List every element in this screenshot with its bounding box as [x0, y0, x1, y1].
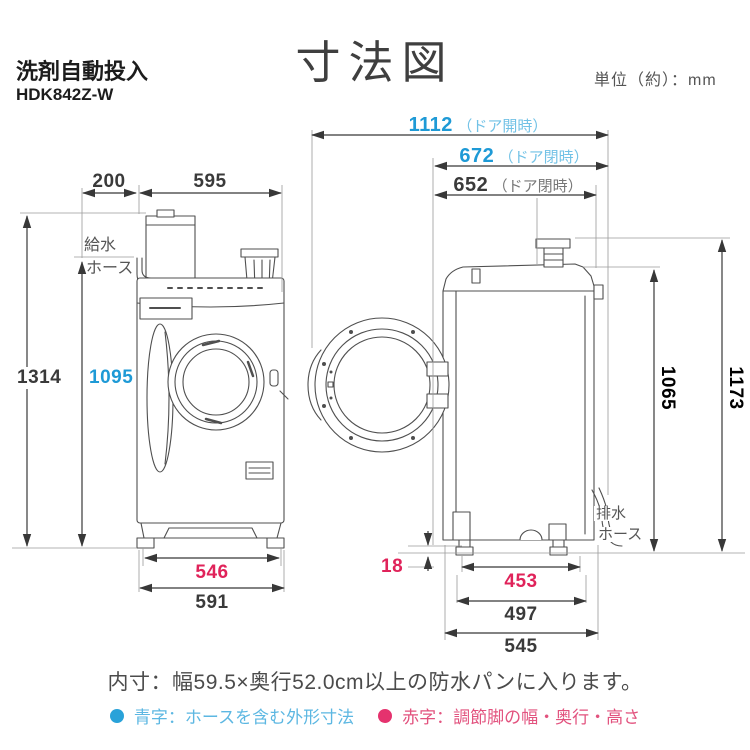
dim-height-top-wrap: 1065	[657, 360, 678, 416]
front-view-machine	[136, 209, 289, 549]
dim-feet-depth: 453	[504, 571, 538, 592]
water-hose-label-line1: 給水	[84, 237, 117, 254]
legend-blue-text: 青字：ホースを含む外形寸法	[133, 708, 355, 727]
dim-hose-offset: 200	[92, 171, 126, 192]
dim-depth-incl-hose-note: （ドア閉時）	[498, 149, 589, 166]
dim-body-depth-group: 652 （ドア閉時）	[453, 174, 582, 197]
dimension-lines	[22, 130, 727, 638]
dim-height-incl-valve: 1173	[725, 366, 746, 410]
feature-label: 洗剤自動投入	[16, 59, 149, 84]
dim-height-top: 1065	[657, 365, 678, 411]
dim-depth-door-open-note: （ドア開時）	[457, 118, 548, 135]
legend-red-text: 赤字：調節脚の幅・奥行・高さ	[402, 708, 641, 727]
dim-base-depth: 497	[504, 604, 538, 625]
page-title: 寸法図	[295, 37, 455, 88]
blue-legend-dot	[109, 708, 124, 723]
extension-lines	[12, 130, 745, 640]
drain-hose-label-line1: 排水	[594, 505, 629, 522]
drain-hose-label-line2: ホース	[596, 526, 645, 543]
dim-body-depth-note: （ドア閉時）	[492, 178, 583, 195]
dim-depth-incl-hose: 672	[459, 145, 495, 167]
dim-full-depth: 545	[504, 636, 538, 657]
dim-depth-door-open: 1112	[408, 114, 453, 136]
red-legend-dot	[378, 708, 393, 723]
dim-feet-width: 546	[195, 562, 229, 583]
unit-note: 単位（約）：mm	[594, 72, 717, 89]
dim-height-incl-valve-wrap: 1173	[725, 360, 746, 416]
model-number: HDK842Z-W	[16, 85, 114, 104]
inner-dimension-note: 内寸：幅59.5×奥行52.0cm以上の防水パンに入ります。	[107, 671, 643, 694]
dim-body-width: 595	[193, 171, 227, 192]
dim-depth-door-open-group: 1112 （ドア開時）	[409, 114, 548, 137]
dim-body-depth: 652	[453, 174, 489, 196]
dim-base-width: 591	[195, 592, 229, 613]
side-view-machine	[307, 238, 623, 556]
water-hose-label-line2: ホース	[86, 260, 134, 277]
dim-depth-incl-hose-group: 672 （ドア閉時）	[459, 145, 588, 168]
dim-height-incl-hose: 1095	[87, 367, 136, 389]
dim-foot-height: 18	[381, 556, 404, 577]
color-legend: 青字：ホースを含む外形寸法 赤字：調節脚の幅・奥行・高さ	[0, 703, 750, 728]
dim-total-height: 1314	[15, 367, 64, 389]
